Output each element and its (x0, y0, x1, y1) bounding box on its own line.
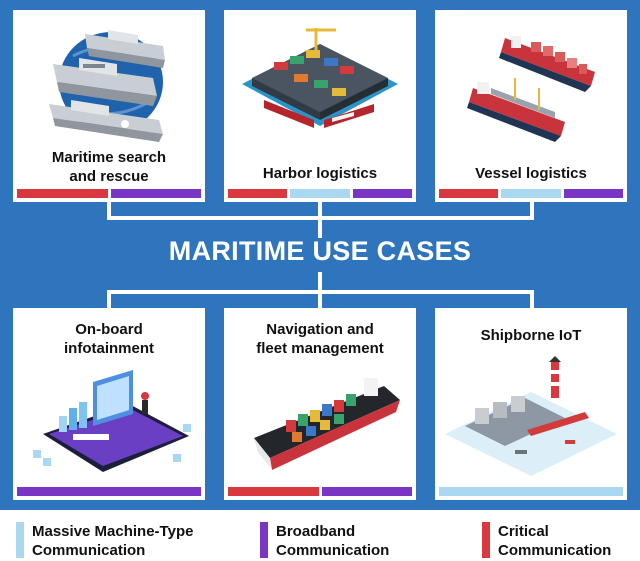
legend-swatch (16, 522, 24, 558)
harbor-port-illustration (242, 28, 398, 128)
connector-line (530, 200, 534, 218)
category-bar-broadband (563, 189, 623, 198)
card-title: Harbor logistics (224, 164, 416, 183)
category-bar-massive (501, 189, 561, 198)
category-bars (228, 189, 412, 198)
category-bar-broadband (321, 487, 412, 496)
legend-broadband: Broadband Communication (260, 522, 389, 560)
legend-label-line: Massive Machine-Type (32, 523, 194, 540)
legend-label-line: Communication (276, 542, 390, 559)
connector-line (107, 216, 534, 220)
category-bar-massive (290, 189, 350, 198)
card-vessel-logistics: Vessel logistics (435, 10, 627, 202)
category-bar-broadband (352, 189, 412, 198)
card-title-line: Vessel logistics (475, 165, 587, 182)
card-title: Shipborne IoT (435, 326, 627, 345)
legend-label: Critical Communication (498, 522, 611, 560)
category-bar-massive (439, 487, 623, 496)
category-bars (17, 487, 201, 496)
category-bar-broadband (17, 487, 201, 496)
card-title-line: Maritime search (51, 149, 167, 166)
smart-port-lighthouse-illustration (445, 356, 617, 476)
card-title: Navigation and fleet management (224, 320, 416, 358)
connector-line (107, 200, 111, 218)
card-onboard-infotainment: On-board infotainment (13, 308, 205, 500)
card-navigation-fleet-management: Navigation and fleet management (224, 308, 416, 500)
connector-line (107, 290, 111, 310)
legend-label-line: Broadband (276, 523, 356, 540)
legend-label-line: Communication (32, 542, 146, 559)
connector-line (530, 290, 534, 310)
legend-label: Broadband Communication (276, 522, 389, 560)
card-title-line: Shipborne IoT (480, 327, 582, 344)
card-shipborne-iot: Shipborne IoT (435, 308, 627, 500)
legend-label-line: Communication (498, 542, 612, 559)
legend-label: Massive Machine-Type Communication (32, 522, 193, 560)
category-bars (439, 189, 623, 198)
legend-swatch (260, 522, 268, 558)
category-bars (17, 189, 201, 198)
phone-infotainment-illustration (33, 370, 191, 472)
category-bars (228, 487, 412, 496)
category-bar-critical (228, 487, 319, 496)
card-title-line: and rescue (69, 168, 149, 185)
connector-line (318, 290, 322, 310)
card-title-line: Navigation and (266, 321, 374, 338)
legend-massive-machine-type: Massive Machine-Type Communication (16, 522, 193, 560)
category-bar-critical (439, 189, 499, 198)
card-title-line: On-board (75, 321, 143, 338)
container-ship-illustration (254, 378, 400, 470)
legend-label-line: Critical (498, 523, 549, 540)
category-bars (439, 487, 623, 496)
legend-critical: Critical Communication (482, 522, 611, 560)
card-maritime-search-rescue: Maritime search and rescue (13, 10, 205, 202)
legend-swatch (482, 522, 490, 558)
connector-line (318, 272, 322, 292)
cargo-vessels-illustration (467, 36, 595, 142)
card-title: Maritime search and rescue (13, 148, 205, 186)
diagram-panel: MARITIME USE CASES Maritime search and r… (0, 0, 640, 510)
card-title: On-board infotainment (13, 320, 205, 358)
category-bar-critical (17, 189, 108, 198)
card-title-line: fleet management (256, 340, 384, 357)
rescue-ships-illustration (49, 30, 165, 142)
category-bar-broadband (110, 189, 201, 198)
main-title: MARITIME USE CASES (168, 236, 472, 266)
card-title-line: Harbor logistics (262, 165, 378, 182)
category-bar-critical (228, 189, 288, 198)
card-title-line: infotainment (64, 340, 154, 357)
card-harbor-logistics: Harbor logistics (224, 10, 416, 202)
card-title: Vessel logistics (435, 164, 627, 183)
